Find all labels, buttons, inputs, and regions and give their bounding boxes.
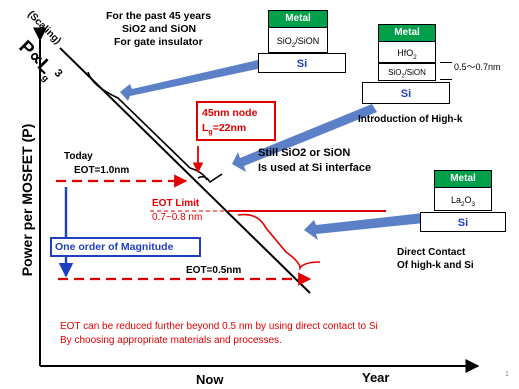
- stack1-metal: Metal: [268, 10, 328, 28]
- stack3-oxide: La2O3: [434, 187, 492, 211]
- gate-stack-sio2: Metal SiO2/SiON Si: [258, 10, 346, 74]
- stack2-arrow: [232, 104, 377, 172]
- stack3-metal: Metal: [434, 170, 492, 188]
- stack3-caption: Direct Contact Of high-k and Si: [397, 246, 474, 272]
- page-number: 1: [505, 371, 509, 378]
- stack2-metal: Metal: [378, 24, 436, 42]
- stack1-oxide: SiO2/SiON: [268, 27, 328, 53]
- stack3-caption1: Direct Contact: [397, 247, 466, 258]
- past-line2: SiO2 and SiON: [122, 23, 197, 35]
- stack3-si: Si: [420, 212, 506, 232]
- y-axis-label: Power per MOSFET (P): [19, 123, 35, 277]
- past-bracket: [87, 71, 208, 181]
- magnitude-box: One order of Magnitude: [50, 237, 201, 257]
- x-axis-label-now: Now: [196, 372, 224, 387]
- thickness-bracket: [440, 62, 452, 80]
- gate-stack-highk: Metal HfO2 SiO2/SiON Si: [362, 24, 450, 108]
- conclusion-line2: By choosing appropriate materials and pr…: [60, 335, 282, 346]
- stack2-thickness: 0.5～0.7nm: [454, 62, 501, 72]
- stack2-interface: SiO2/SiON: [378, 63, 436, 81]
- conclusion-line1: EOT can be reduced further beyond 0.5 nm…: [60, 321, 378, 332]
- stack1-si: Si: [258, 53, 346, 73]
- future-brace: [237, 213, 321, 271]
- eot-limit-label: EOT Limit: [152, 198, 200, 209]
- node-line2: Lg=22nm: [202, 122, 247, 137]
- eot-future-label: EOT=0.5nm: [186, 265, 242, 276]
- past-text: For the past 45 years SiO2 and SiON For …: [106, 10, 211, 49]
- node-box: 45nm node Lg=22nm: [196, 101, 276, 141]
- stack2-caption: Introduction of High-k: [358, 114, 463, 125]
- stack3-arrow: [304, 212, 434, 240]
- eot-limit-range: 0.7~0.8 nm: [152, 212, 203, 223]
- stack2-oxide: HfO2: [378, 41, 436, 63]
- past-line1: For the past 45 years: [106, 10, 212, 22]
- today-eot: EOT=1.0nm: [74, 165, 130, 176]
- today-label: Today: [64, 151, 93, 162]
- conclusion-text: EOT can be reduced further beyond 0.5 nm…: [60, 320, 378, 348]
- still-text: Still SiO2 or SiON Is used at Si interfa…: [258, 146, 371, 176]
- stack3-caption2: Of high-k and Si: [397, 260, 474, 271]
- still-brace: [197, 173, 223, 184]
- still-line2: Is used at Si interface: [258, 162, 372, 174]
- stack1-arrow: [120, 60, 262, 101]
- stack2-si: Si: [362, 82, 450, 104]
- still-line1: Still SiO2 or SiON: [258, 147, 351, 159]
- node-line1: 45nm node: [202, 107, 258, 119]
- gate-stack-la2o3: Metal La2O3 Si: [420, 170, 506, 236]
- x-axis-label-year: Year: [362, 370, 390, 385]
- past-line3: For gate insulator: [114, 36, 203, 48]
